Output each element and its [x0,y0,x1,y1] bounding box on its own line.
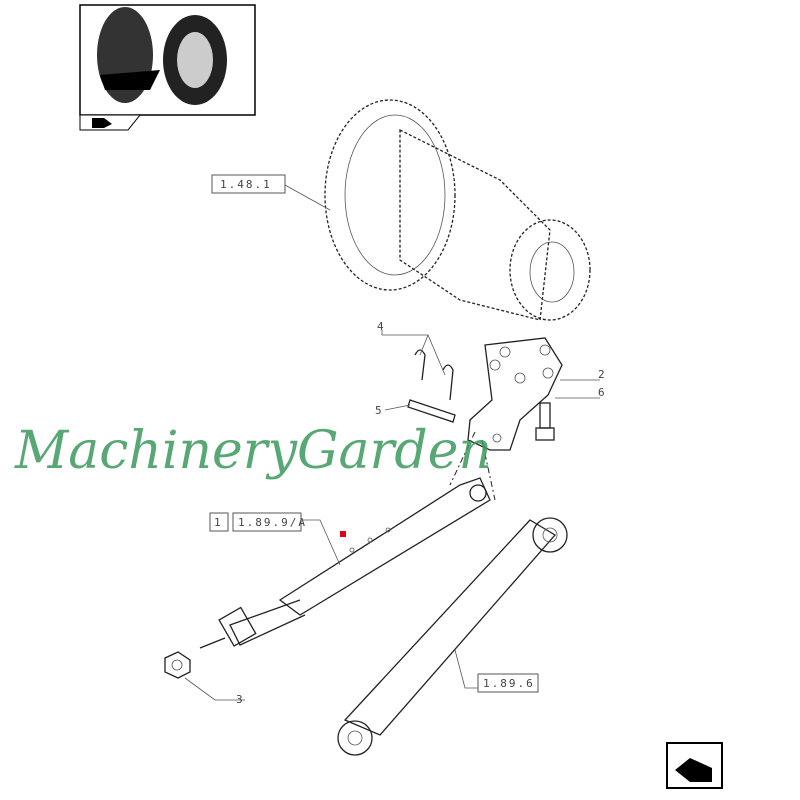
callout-item-1[interactable]: 1 [214,516,223,529]
tractor-thumbnail[interactable] [79,4,256,116]
transmission-housing [324,99,591,321]
marker [340,531,346,537]
callout-item-2[interactable]: 2 [598,368,607,381]
pins-and-clips [407,349,456,423]
callout-top-link-ref[interactable]: 1.89.9/A [238,516,307,529]
callout-item-4[interactable]: 4 [377,320,386,333]
watermark: MachineryGarden [14,421,492,481]
callout-item-6[interactable]: 6 [598,386,607,399]
bracket [467,337,563,451]
nut [164,651,191,679]
nav-arrow-icon[interactable] [79,114,142,131]
lift-arm [337,517,568,756]
bolt [535,402,555,441]
callout-item-3[interactable]: 3 [236,693,245,706]
next-page-icon[interactable] [666,742,723,789]
top-link [199,477,491,649]
callout-item-5[interactable]: 5 [375,404,384,417]
callout-lift-arm-ref[interactable]: 1.89.6 [483,677,535,690]
callout-transmission-ref[interactable]: 1.48.1 [220,178,272,191]
